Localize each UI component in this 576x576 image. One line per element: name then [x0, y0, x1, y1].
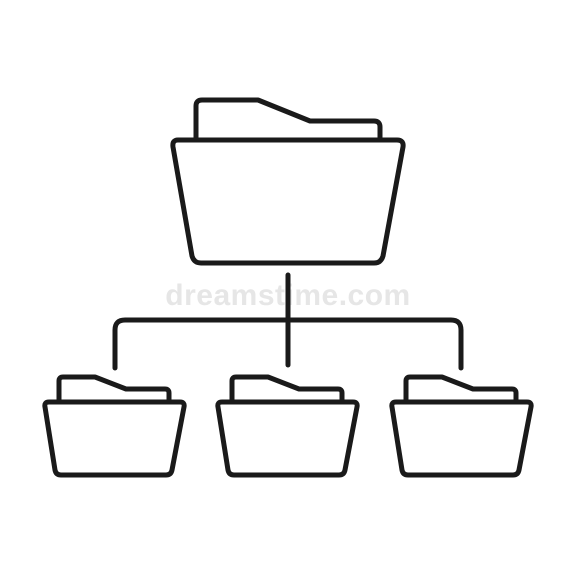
- child-folder-back: [229, 374, 345, 405]
- child-folder-front: [215, 399, 360, 478]
- root-folder-back: [193, 97, 383, 143]
- root-folder-front: [170, 137, 406, 266]
- child-folder-back: [403, 374, 519, 405]
- child-folder-icon: [42, 374, 187, 478]
- child-folder-icon: [215, 374, 360, 478]
- child-folder-back: [56, 374, 172, 405]
- branch-line: [112, 317, 464, 371]
- root-folder-icon: [170, 97, 406, 266]
- connector-lines: [112, 272, 464, 371]
- child-folder-front: [389, 399, 534, 478]
- child-folder-icon: [389, 374, 534, 478]
- child-folder-front: [42, 399, 187, 478]
